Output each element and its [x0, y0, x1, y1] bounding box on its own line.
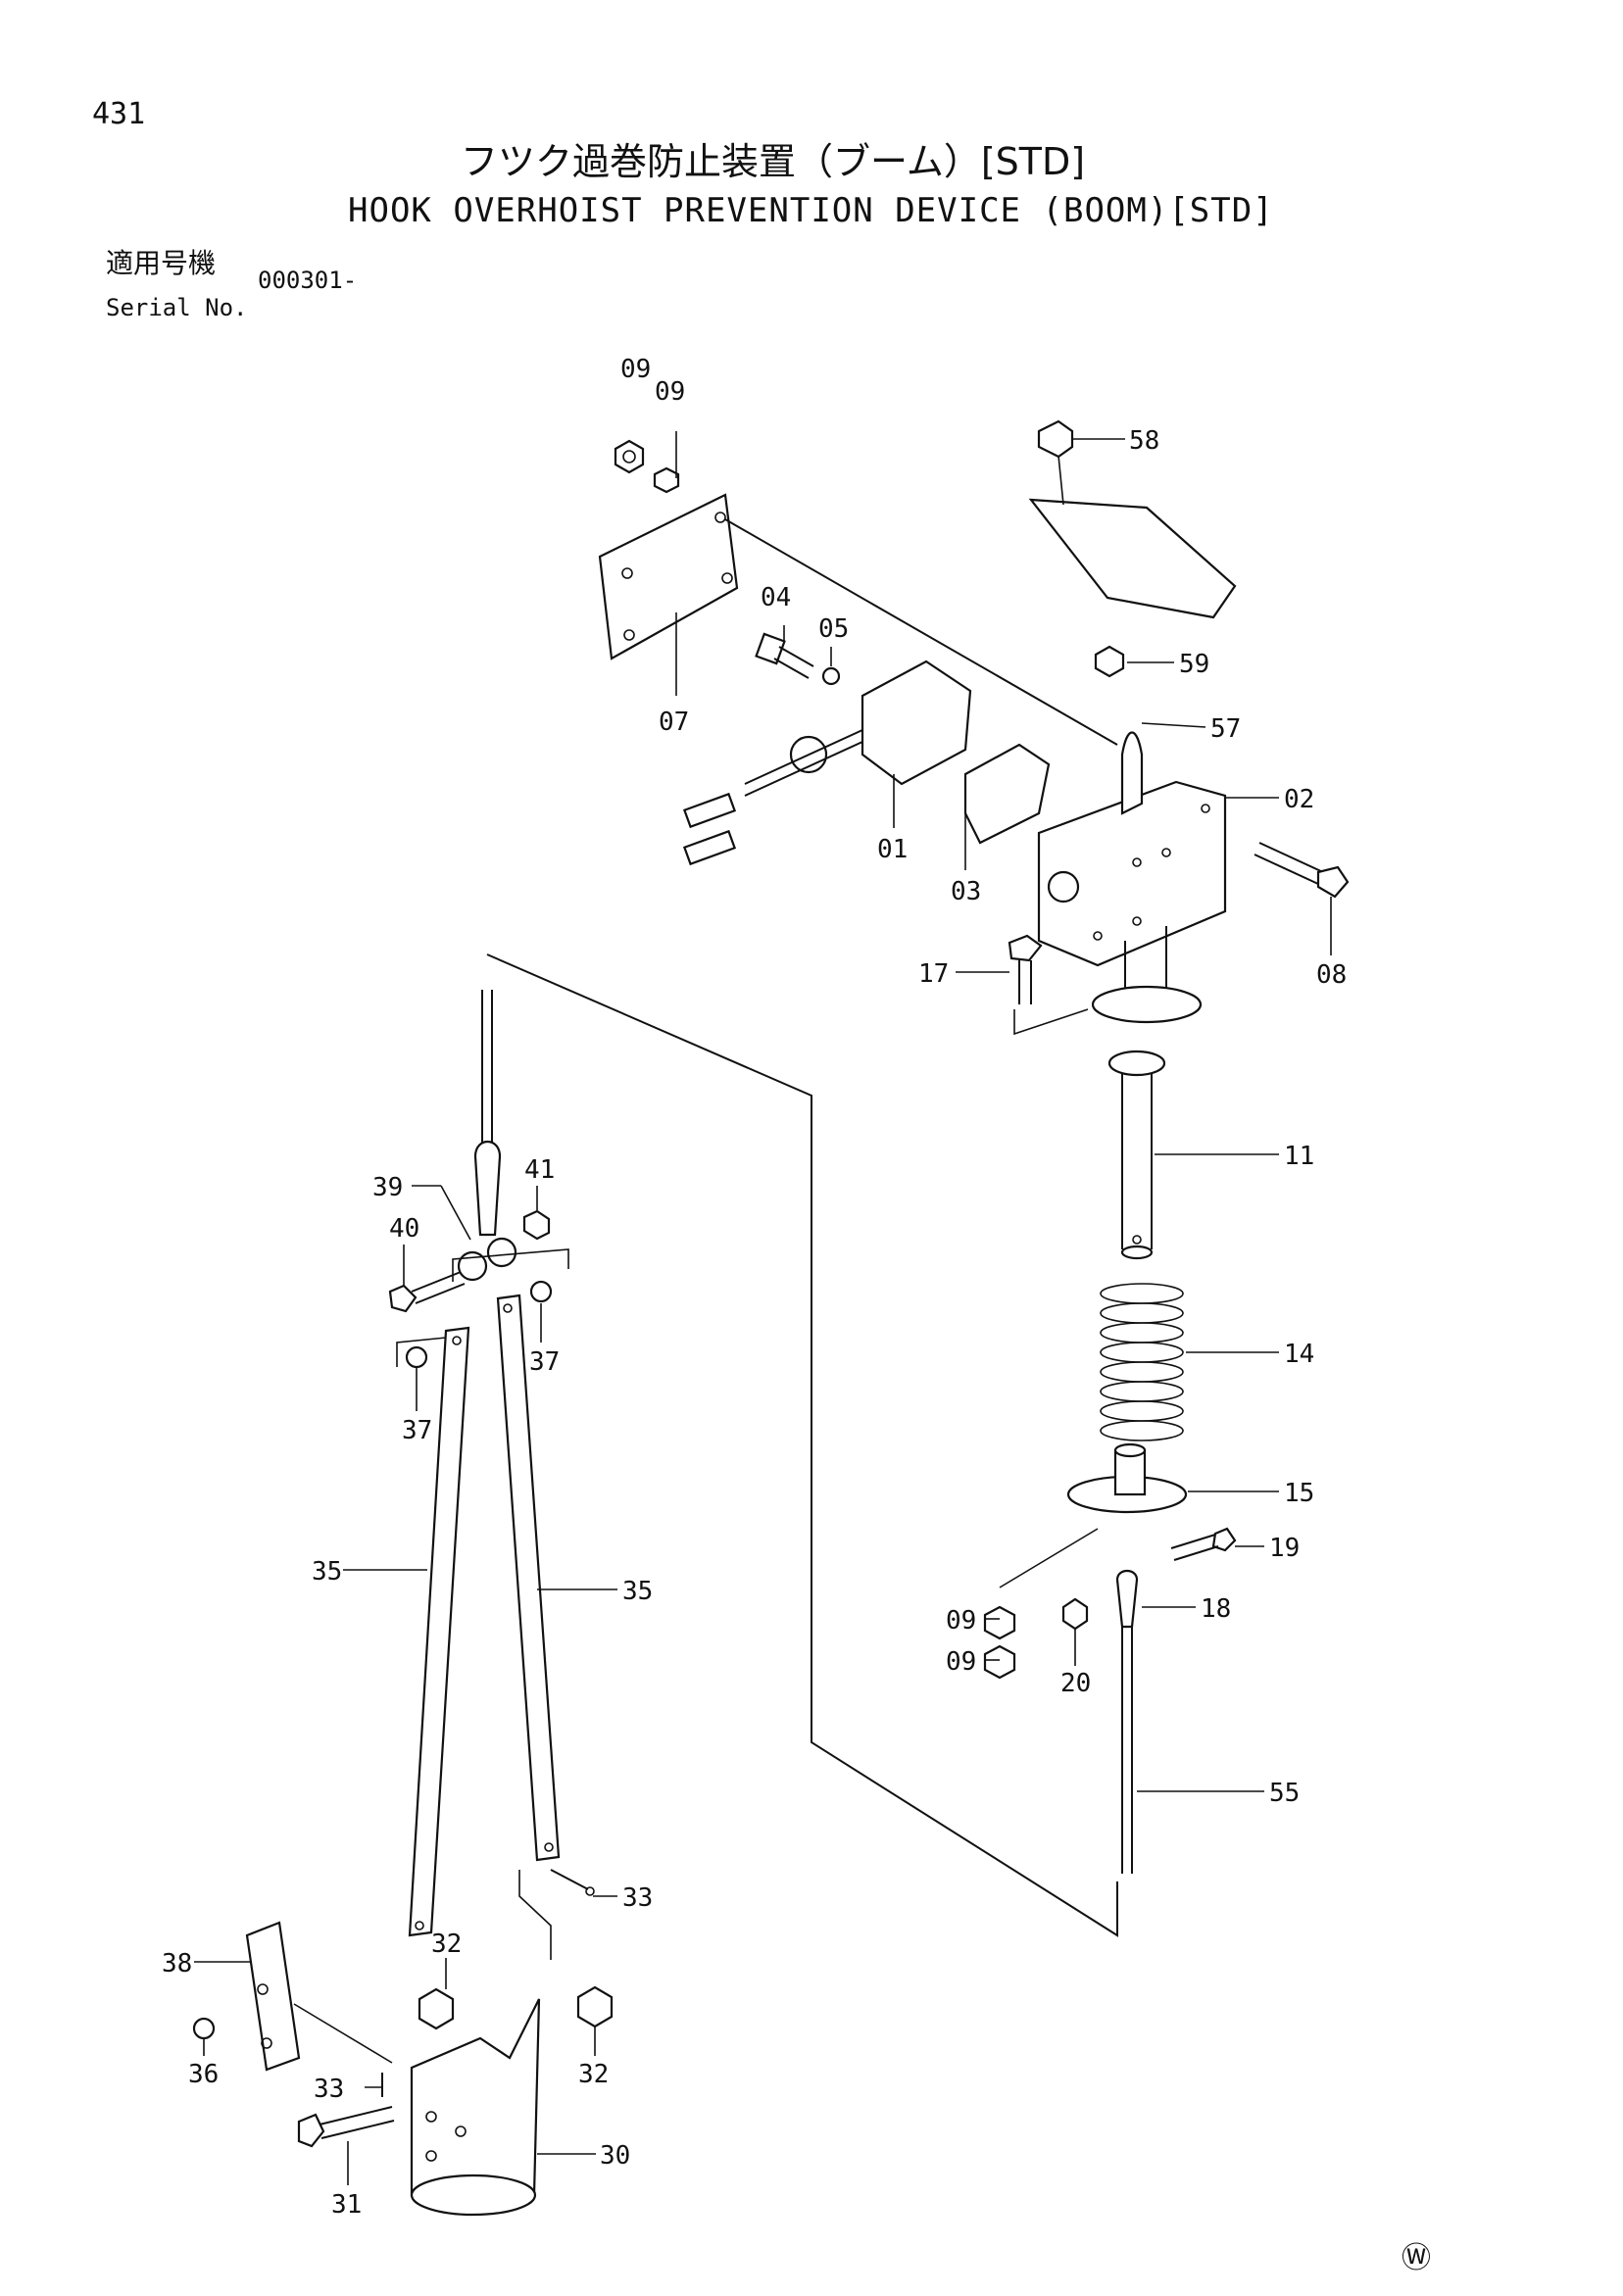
- nut-59: [1094, 645, 1125, 678]
- bolt-31: [297, 2106, 395, 2148]
- corner-mark: Ⓦ: [1402, 2241, 1431, 2275]
- callout-08: 08: [1316, 960, 1347, 990]
- serial-number-value: 000301-: [258, 267, 358, 294]
- body-30: [410, 1998, 541, 2217]
- cable-upper: [481, 990, 493, 1147]
- gasket-03: [963, 743, 1051, 845]
- callout-35b: 35: [622, 1577, 653, 1606]
- cover-58: [1028, 419, 1237, 619]
- callout-39: 39: [372, 1173, 403, 1202]
- wire-rope-55: [1121, 1627, 1133, 1874]
- leader-lines: [194, 431, 1332, 2185]
- callout-05: 05: [818, 614, 849, 644]
- washer-36: [192, 2017, 216, 2040]
- bracket-02: [1037, 731, 1227, 967]
- callout-37a: 37: [529, 1347, 560, 1377]
- callout-15: 15: [1284, 1479, 1314, 1508]
- callout-07: 07: [659, 708, 689, 737]
- post-tube: [1091, 926, 1203, 1024]
- callout-36: 36: [188, 2060, 219, 2089]
- link-35-left: [408, 1326, 470, 1937]
- callout-14: 14: [1284, 1340, 1314, 1369]
- callout-58: 58: [1129, 426, 1159, 456]
- callout-40: 40: [389, 1214, 419, 1244]
- callout-31: 31: [331, 2190, 362, 2220]
- page-number: 431: [92, 97, 146, 131]
- connection-frame: [486, 953, 1118, 1937]
- callout-37b: 37: [402, 1416, 432, 1445]
- callout-33a: 33: [622, 1883, 653, 1913]
- callout-41: 41: [524, 1155, 555, 1185]
- spring-14: [1100, 1283, 1184, 1441]
- callout-59: 59: [1179, 650, 1209, 679]
- callout-09d: 09: [946, 1647, 976, 1677]
- washer-37-left: [405, 1345, 428, 1369]
- title-japanese: フツク過巻防止装置（ブーム）[STD]: [461, 140, 1086, 183]
- callout-19: 19: [1269, 1534, 1300, 1563]
- callout-04: 04: [761, 583, 791, 612]
- callout-09b: 09: [655, 377, 685, 407]
- link-35-right: [496, 1294, 561, 1862]
- callout-32b: 32: [578, 2060, 609, 2089]
- callout-32a: 32: [431, 1930, 462, 1959]
- clevis-18: [1061, 1527, 1237, 1631]
- nut-09-top: [614, 439, 680, 494]
- serial-label-english: Serial No.: [106, 294, 248, 321]
- title-english: HOOK OVERHOIST PREVENTION DEVICE (BOOM)[…: [348, 191, 1274, 230]
- callout-09a: 09: [620, 355, 651, 384]
- bolt-17: [1008, 934, 1089, 1036]
- nut-09-bottom: [983, 1605, 1016, 1680]
- callout-09c: 09: [946, 1606, 976, 1636]
- callout-35a: 35: [312, 1557, 342, 1587]
- callout-30: 30: [600, 2141, 630, 2171]
- callout-02: 02: [1284, 785, 1314, 814]
- callout-55: 55: [1269, 1779, 1300, 1808]
- callout-11: 11: [1284, 1142, 1314, 1171]
- block-38: [245, 1921, 301, 2072]
- serial-label-japanese: 適用号機: [106, 247, 217, 279]
- plate-07: [598, 493, 739, 660]
- bolt-40: [388, 1271, 466, 1313]
- flange-15: [1066, 1442, 1188, 1514]
- pin-33-top: [550, 1869, 595, 1896]
- shackle-39: [457, 1141, 551, 1282]
- callout-33b: 33: [314, 2075, 344, 2104]
- callout-01: 01: [877, 835, 908, 864]
- washer-37-right: [529, 1280, 553, 1303]
- nut-32-right: [576, 1985, 614, 2028]
- callout-03: 03: [951, 877, 981, 906]
- switch-01: [682, 659, 972, 866]
- nut-32-left: [418, 1987, 455, 2030]
- bolt-04: [755, 632, 841, 686]
- callout-18: 18: [1201, 1594, 1231, 1624]
- callout-labels: 09 09 58 04 05 07 59 57 01 03 02 08 17 1…: [162, 355, 1347, 2220]
- callout-38: 38: [162, 1949, 192, 1978]
- bolt-08: [1254, 842, 1350, 899]
- callout-17: 17: [918, 959, 949, 989]
- callout-20: 20: [1060, 1669, 1091, 1698]
- callout-57: 57: [1210, 714, 1241, 744]
- rod-11: [1107, 1050, 1166, 1260]
